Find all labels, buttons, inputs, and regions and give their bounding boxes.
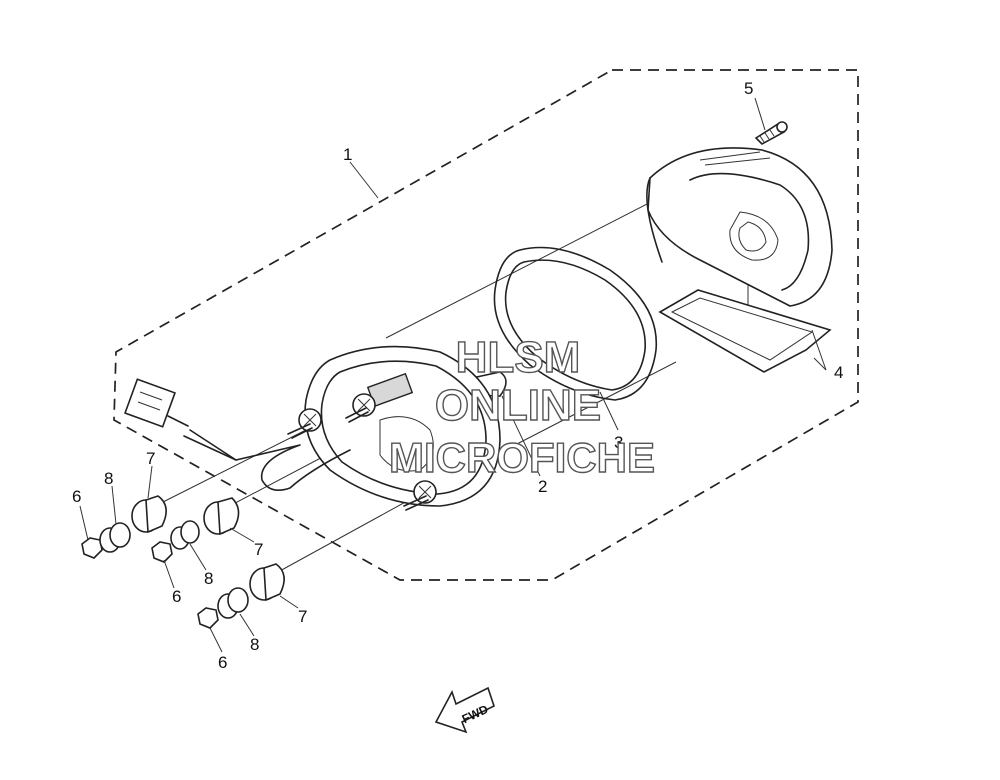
watermark-line-3: MICROFICHE — [389, 434, 655, 481]
callout-7-b: 7 — [254, 540, 263, 559]
assembly-1-boundary — [113, 69, 859, 581]
callout-labels: 1 5 4 3 2 7 8 6 7 8 6 7 8 6 — [72, 79, 843, 672]
fwd-arrow: FWD — [434, 686, 495, 734]
callout-2: 2 — [538, 477, 547, 496]
hardware-set-3 — [197, 563, 285, 629]
callout-5: 5 — [744, 79, 753, 98]
callout-6-a: 6 — [72, 487, 81, 506]
watermark-line-1: HLSM — [456, 333, 581, 382]
callout-8-c: 8 — [250, 635, 259, 654]
callout-8-a: 8 — [104, 469, 113, 488]
callout-8-b: 8 — [204, 569, 213, 588]
callout-6-c: 6 — [218, 653, 227, 672]
callout-4: 4 — [834, 363, 843, 382]
screw-part-5 — [754, 121, 788, 145]
watermark-line-2: ONLINE — [435, 381, 601, 430]
callout-7-c: 7 — [298, 607, 307, 626]
gasket-part-3 — [493, 246, 658, 401]
callout-7-a: 7 — [146, 449, 155, 468]
callout-1: 1 — [343, 145, 352, 164]
lens-part-4 — [646, 147, 833, 373]
hardware-set-2 — [151, 497, 240, 563]
callout-3: 3 — [614, 433, 623, 452]
taillight-housing — [124, 345, 501, 511]
watermark: HLSM ONLINE MICROFICHE — [388, 332, 655, 481]
callout-6-b: 6 — [172, 587, 181, 606]
hardware-set-1 — [81, 495, 167, 559]
leader-lines — [79, 97, 827, 653]
